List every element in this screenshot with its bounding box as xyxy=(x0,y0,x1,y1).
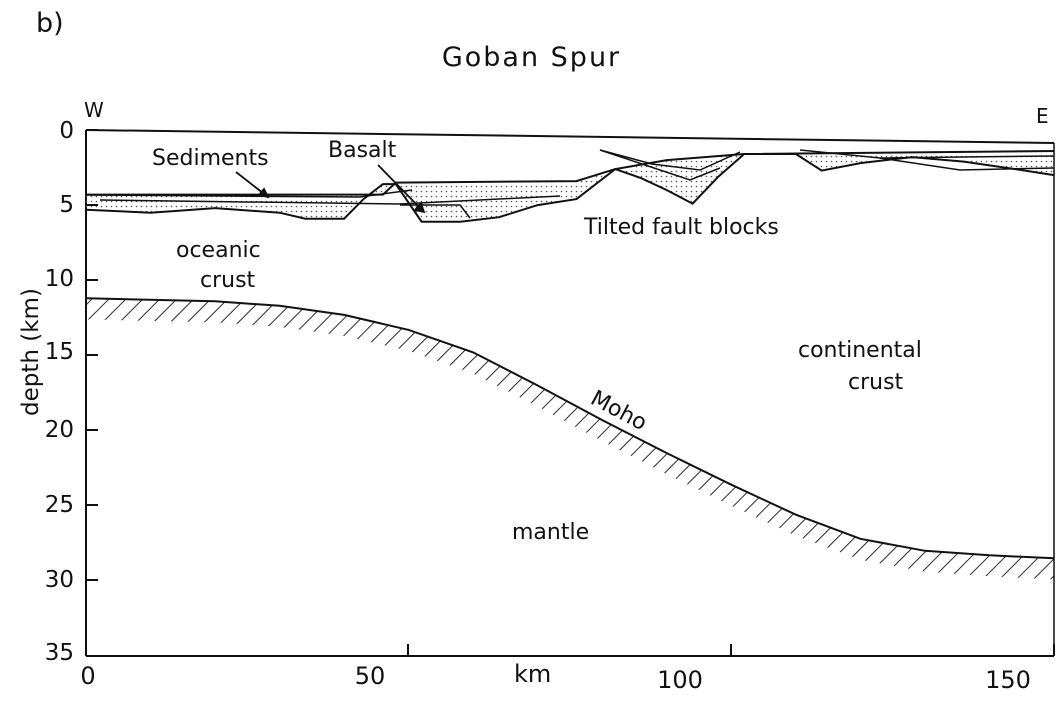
y-tick-label: 15 xyxy=(44,339,74,365)
x-ticks xyxy=(407,644,1055,656)
sediments-label: Sediments xyxy=(152,146,269,171)
y-tick-label: 5 xyxy=(59,192,74,218)
sea-floor-line xyxy=(86,150,1055,196)
mantle-label: mantle xyxy=(512,520,590,545)
y-tick-label: 25 xyxy=(44,492,74,518)
label-pointer-arrows xyxy=(235,164,426,214)
oceanic-crust-label: oceanic xyxy=(176,238,261,263)
direction-west: W xyxy=(84,98,104,122)
basalt-label: Basalt xyxy=(328,138,397,163)
x-tick-label: 50 xyxy=(354,662,386,690)
moho-line xyxy=(85,297,1055,560)
fault-block-details xyxy=(85,149,1055,219)
y-tick-label: 10 xyxy=(44,266,74,292)
y-tick-label: 30 xyxy=(44,567,74,593)
tilted-fault-blocks-label: Tilted fault blocks xyxy=(584,215,779,240)
sediment-fill xyxy=(86,151,1054,222)
figure-title: Goban Spur xyxy=(441,42,622,73)
y-tick-label: 35 xyxy=(44,640,74,666)
direction-east: E xyxy=(1036,104,1049,128)
x-axis-label: km xyxy=(514,660,552,688)
y-tick-label: 20 xyxy=(44,417,74,443)
x-tick-label: 150 xyxy=(985,666,1031,694)
continental-crust-label: continental xyxy=(798,338,922,363)
y-tick-label: 0 xyxy=(59,118,74,144)
moho-hatched-band xyxy=(86,298,1054,580)
continental-crust-label: crust xyxy=(848,370,904,395)
x-tick-label: 0 xyxy=(80,662,96,690)
sea-surface-line xyxy=(85,129,1055,144)
basement-line xyxy=(85,153,1055,223)
x-tick-label: 100 xyxy=(657,666,703,694)
panel-label: b) xyxy=(36,8,64,39)
oceanic-crust-label: crust xyxy=(200,268,256,293)
